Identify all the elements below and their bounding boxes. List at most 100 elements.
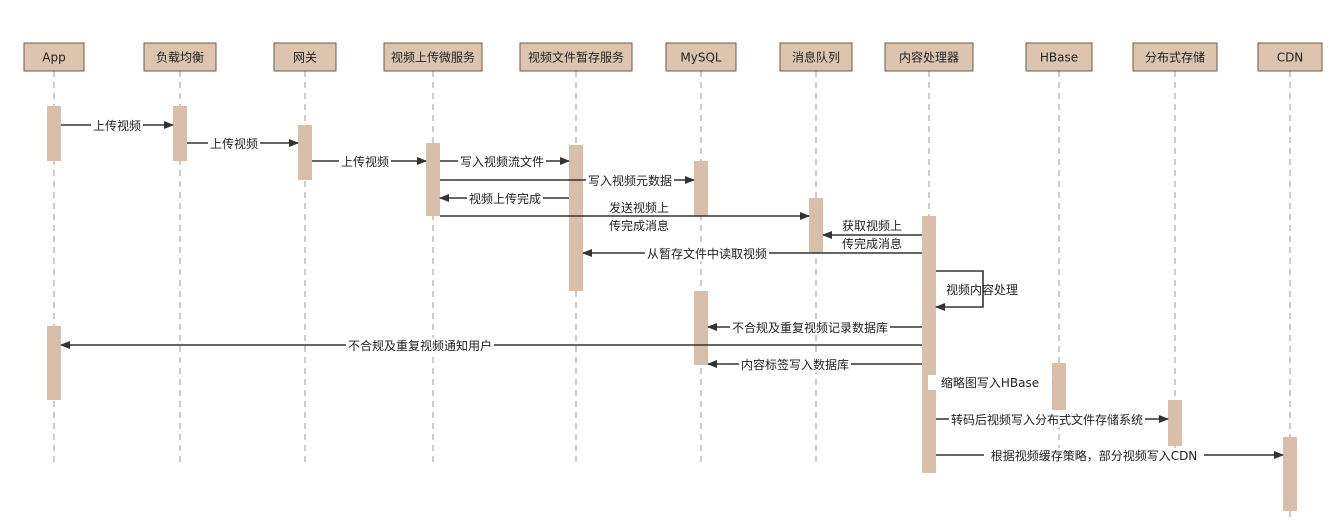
message-label: 内容标签写入数据库 (741, 357, 849, 372)
activation-bar-upload (426, 143, 440, 216)
participant-label: CDN (1277, 51, 1304, 65)
participant-tmp: 视频文件暂存服务 (519, 42, 633, 72)
message-label: 上传视频 (341, 154, 389, 169)
message-label: 获取视频上 (842, 218, 902, 233)
label-background (984, 448, 1204, 463)
message-10: 视频内容处理 (935, 270, 1018, 311)
message-3: 上传视频 (312, 154, 427, 169)
activation-bar-lb (173, 106, 187, 161)
label-background (949, 412, 1145, 427)
participant-cdn: CDN (1257, 42, 1323, 72)
participant-label: HBase (1040, 51, 1078, 65)
label-background (458, 154, 546, 169)
message-5: 写入视频元数据 (440, 173, 695, 188)
message-6: 视频上传完成 (439, 191, 569, 206)
message-label: 从暂存文件中读取视频 (647, 246, 767, 261)
activation-bar-mysql (694, 161, 708, 216)
participant-box (143, 42, 217, 72)
message-label: 转码后视频写入分布式文件存储系统 (951, 412, 1143, 427)
message-label: 写入视频元数据 (588, 173, 672, 188)
message-13: 内容标签写入数据库 (707, 357, 922, 372)
activation-bar-dfs (1168, 400, 1182, 446)
participant-dfs: 分布式存储 (1132, 42, 1218, 72)
activation-bar-app (47, 106, 61, 161)
message-11: 不合规及重复视频记录数据库 (707, 320, 922, 335)
participant-label: 视频上传微服务 (391, 50, 475, 65)
activation-bar-proc (922, 216, 936, 473)
message-label: 传完成消息 (609, 218, 669, 233)
participant-label: 内容处理器 (899, 50, 959, 65)
message-16: 根据视频缓存策略，部分视频写入CDN (936, 448, 1284, 463)
label-background (928, 375, 1052, 390)
message-14: 缩略图写入HBase (928, 375, 1053, 390)
participant-mq: 消息队列 (779, 42, 853, 72)
message-1: 上传视频 (61, 118, 174, 133)
label-background (586, 173, 674, 188)
message-12: 不合规及重复视频通知用户 (60, 338, 922, 353)
participant-mysql: MySQL (665, 42, 737, 72)
message-label: 不合规及重复视频通知用户 (348, 338, 492, 353)
participant-hbase: HBase (1025, 42, 1093, 72)
label-background (607, 218, 671, 233)
message-label: 发送视频上 (609, 200, 669, 215)
message-15: 转码后视频写入分布式文件存储系统 (936, 412, 1169, 427)
label-background (645, 246, 769, 261)
participant-box (1257, 42, 1323, 72)
message-label: 视频上传完成 (469, 191, 541, 206)
participant-label: 网关 (293, 51, 317, 65)
participant-box (273, 42, 337, 72)
label-background (346, 338, 494, 353)
activation-bars (47, 106, 1297, 511)
message-label: 不合规及重复视频记录数据库 (732, 320, 888, 335)
label-background (607, 200, 671, 215)
participant-label: App (42, 51, 65, 65)
participant-box (779, 42, 853, 72)
participants: App 负载均衡 网关 视频上传微服务 视频文件暂存服务 MySQL 消息队列 内容处理器 HB… (23, 42, 1323, 72)
participant-box (884, 42, 974, 72)
participant-gw: 网关 (273, 42, 337, 72)
participant-box (383, 42, 483, 72)
participant-proc: 内容处理器 (884, 42, 974, 72)
message-4: 写入视频流文件 (440, 154, 570, 169)
messages: 上传视频上传视频上传视频写入视频流文件写入视频元数据视频上传完成发送视频上传完成… (60, 118, 1284, 463)
participant-label: 消息队列 (792, 50, 840, 65)
message-label: 上传视频 (93, 118, 141, 133)
activation-bar-cdn (1283, 437, 1297, 511)
message-label: 传完成消息 (842, 236, 902, 251)
participant-upload: 视频上传微服务 (383, 42, 483, 72)
message-label: 视频内容处理 (946, 282, 1018, 297)
participant-label: 分布式存储 (1145, 50, 1205, 65)
participant-box (665, 42, 737, 72)
message-label: 缩略图写入HBase (941, 375, 1039, 390)
participant-label: 负载均衡 (156, 51, 204, 65)
message-arrow (935, 270, 984, 311)
participant-box (519, 42, 633, 72)
participant-lb: 负载均衡 (143, 42, 217, 72)
message-label: 写入视频流文件 (460, 154, 544, 169)
label-background (91, 118, 143, 133)
participant-label: MySQL (680, 51, 722, 65)
activation-bar-mysql (694, 291, 708, 365)
label-background (208, 136, 260, 151)
participant-app: App (23, 42, 85, 72)
participant-box (23, 42, 85, 72)
activation-bar-app (47, 326, 61, 400)
label-background (840, 236, 904, 251)
message-label: 上传视频 (210, 136, 258, 151)
lifelines (53, 71, 1291, 522)
activation-bar-mq (809, 198, 823, 253)
activation-bar-gw (298, 125, 312, 180)
activation-bar-hbase (1052, 363, 1066, 410)
message-label: 根据视频缓存策略，部分视频写入CDN (991, 448, 1198, 463)
message-9: 从暂存文件中读取视频 (582, 246, 922, 261)
label-background (467, 191, 543, 206)
message-2: 上传视频 (187, 136, 299, 151)
participant-label: 视频文件暂存服务 (528, 50, 624, 65)
participant-box (1025, 42, 1093, 72)
label-background (840, 218, 904, 233)
label-background (730, 320, 890, 335)
label-background (739, 357, 851, 372)
